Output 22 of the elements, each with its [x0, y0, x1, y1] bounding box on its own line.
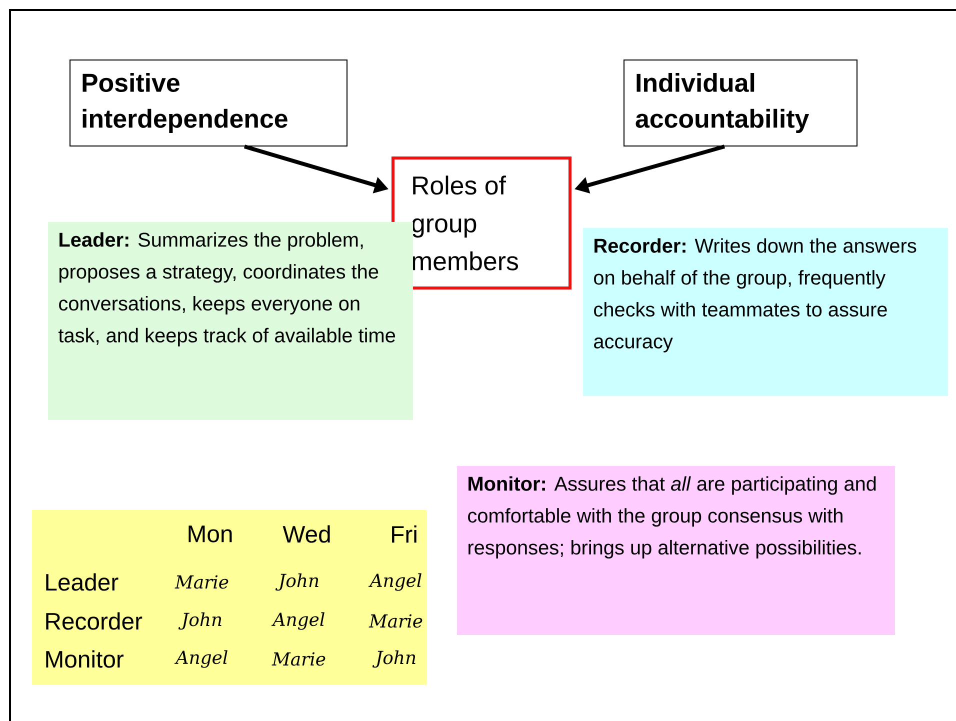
concept-box: Individual accountability [624, 60, 858, 146]
note-box: Recorder: Writes down the answers on behalf of the group, frequently checks with teammates to assure accuracy [583, 228, 948, 396]
table-cell: Monitor [46, 650, 124, 668]
schedule-table [32, 510, 427, 685]
table-cell: Leader [46, 573, 118, 591]
table-cell: Recorder [46, 612, 142, 630]
table-cell: Fri [392, 525, 416, 543]
concept-box: Positive interdependence [70, 60, 348, 146]
table-cell: Wed [282, 525, 330, 543]
table-cell: Marie [368, 614, 422, 628]
note-box: Leader: Summarizes the problem, proposes a strategy, coordinates the conversations, keeps everyone on task, and keeps track of available time [48, 222, 413, 420]
table-cell: Angel [174, 650, 228, 668]
table-cell: Marie [174, 575, 228, 589]
note-box: Monitor: Assures that all are participating and comfortable with the group consensus with responses; brings up alternative possibilities. [457, 466, 895, 635]
table-cell: Mon [188, 526, 232, 542]
central-box: Roles of group members [392, 156, 572, 290]
table-cell: John [372, 650, 416, 668]
table-cell: Angel [368, 573, 422, 591]
table-cell: Marie [272, 652, 326, 666]
table-cell: John [275, 573, 318, 591]
table-cell: John [178, 612, 222, 630]
table-cell: Angel [271, 612, 324, 630]
